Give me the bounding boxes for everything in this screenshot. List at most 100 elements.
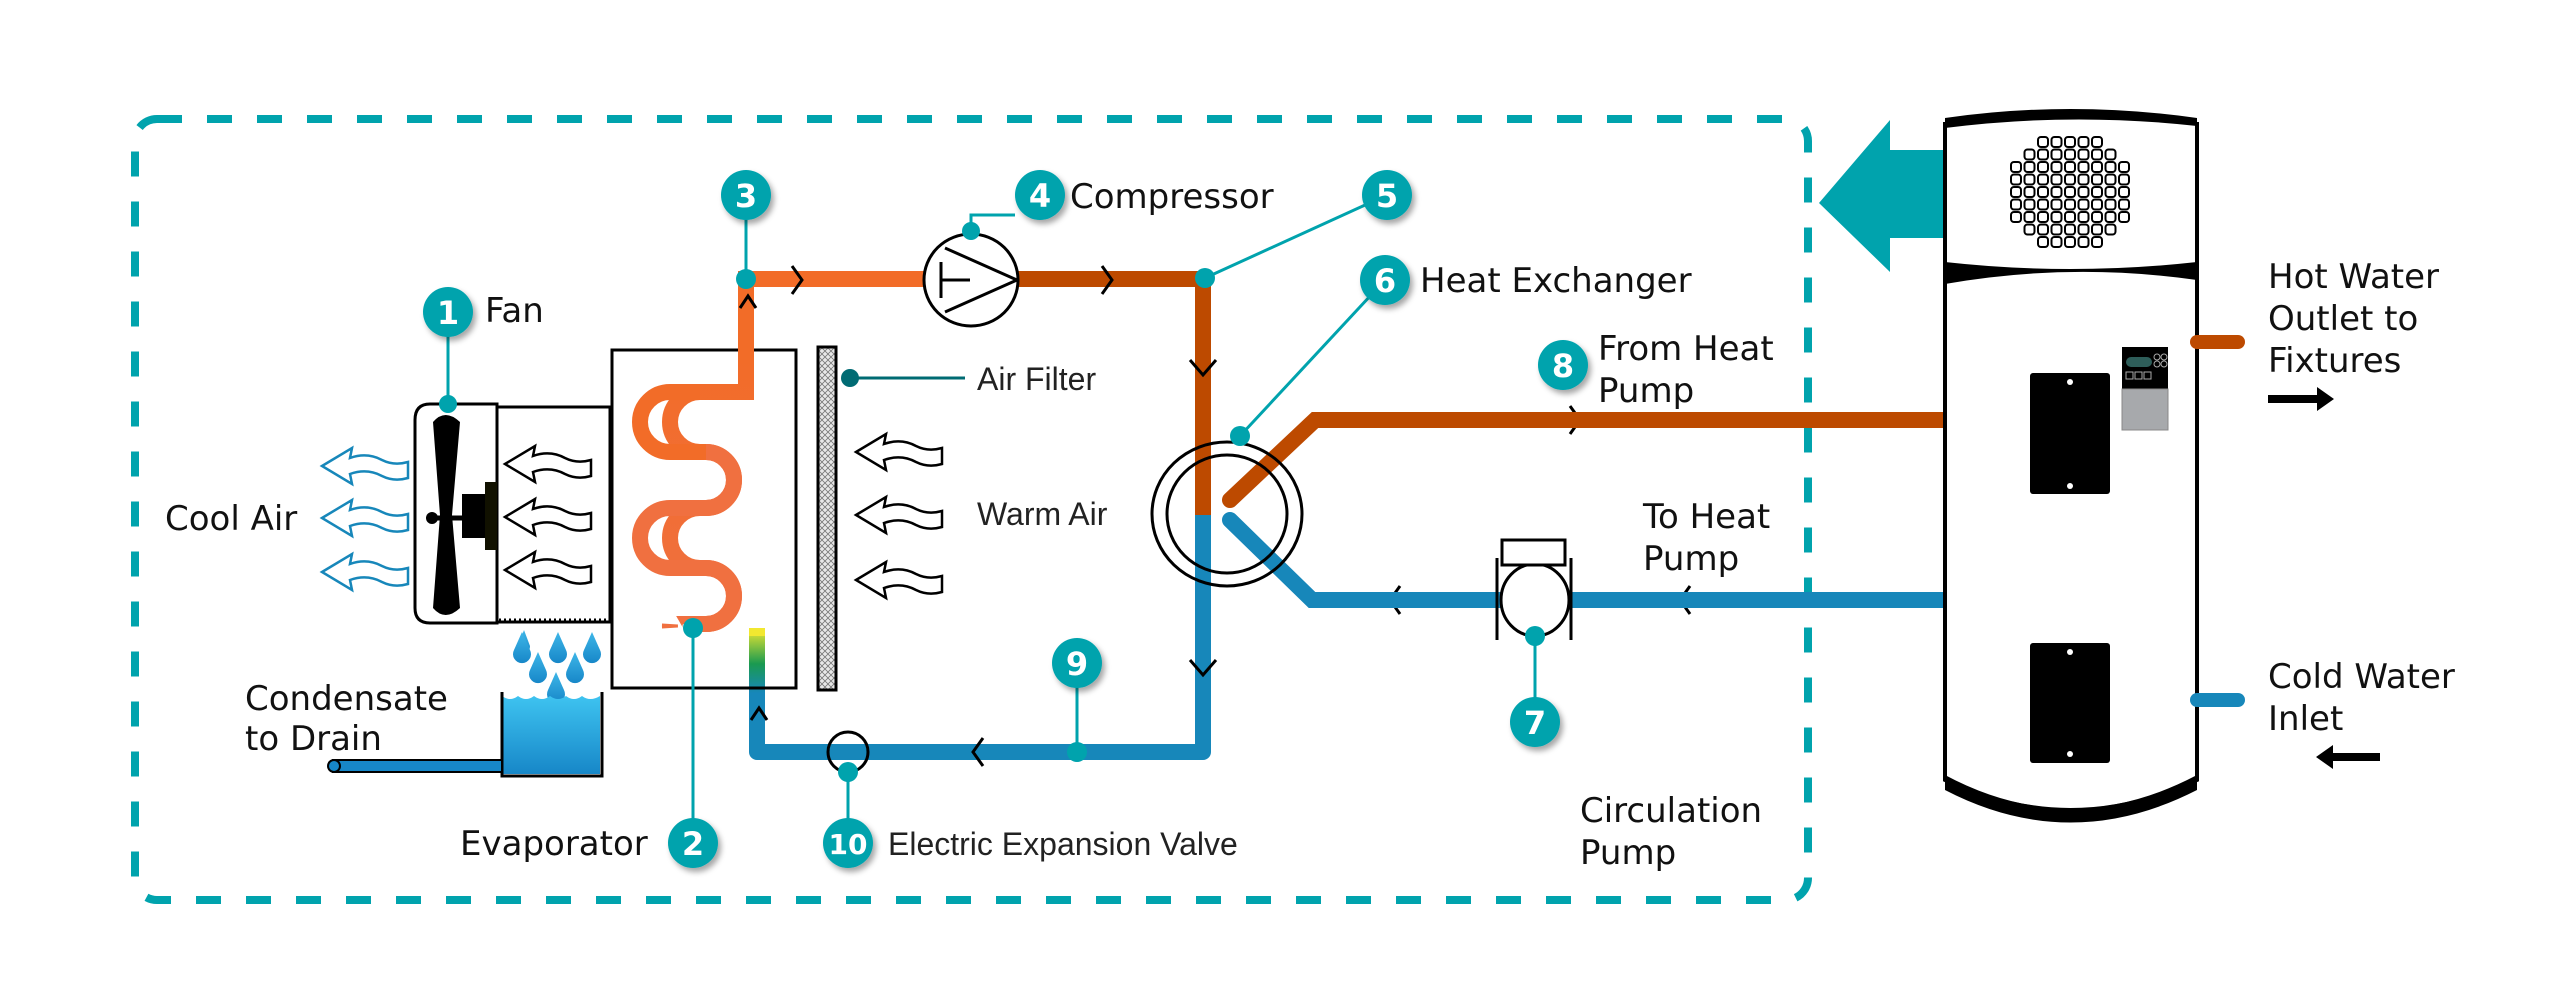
chevron-down-icon: [1188, 659, 1218, 678]
vent-slot: [2077, 173, 2090, 186]
vent-slot: [2091, 186, 2103, 198]
vent-slot: [2104, 161, 2117, 173]
air-filter: [816, 345, 838, 692]
hot-water-supply-pipe: [1222, 412, 1954, 508]
cold-water-label-line1: Cold Water: [2268, 657, 2455, 697]
fan-icon: [413, 402, 612, 625]
badge-5: 5: [1362, 170, 1412, 220]
vent-slot: [2077, 186, 2090, 198]
vent-slot: [2064, 223, 2076, 236]
airflow-arrow-icon: [320, 498, 410, 538]
pump-icon: [1495, 538, 1573, 640]
arrow-left-icon: [2316, 745, 2380, 769]
badge-2: 2: [668, 818, 718, 868]
cold-water-label-line2: Inlet: [2268, 699, 2343, 739]
arrow-right-icon: [2268, 387, 2334, 411]
evaporator-transition: [749, 628, 765, 693]
cool-air-label: Cool Air: [165, 499, 297, 539]
vent-slot: [2091, 198, 2103, 211]
compressor-label: Compressor: [1070, 177, 1274, 217]
svg-text:3: 3: [735, 177, 757, 215]
badge-10: 10: [823, 818, 873, 868]
from-heat-pump-label-line2: Pump: [1598, 371, 1694, 411]
water-droplet-icon: [513, 632, 531, 664]
vent-slot: [2023, 148, 2036, 161]
vent-slot: [2023, 161, 2036, 173]
svg-text:8: 8: [1552, 347, 1574, 385]
badge-1: 1: [423, 287, 473, 337]
water-droplet-icon: [566, 652, 584, 684]
vent-slot: [2010, 198, 2022, 211]
control-panel: [2121, 347, 2169, 431]
upper-access-panel: [2030, 373, 2110, 494]
vent-slot: [2118, 186, 2130, 198]
vent-slot: [2023, 173, 2036, 186]
water-heater-tank-icon: [1943, 109, 2199, 823]
vent-slot: [2023, 211, 2036, 223]
water-droplet-icon: [529, 652, 547, 684]
vent-slot: [2037, 148, 2049, 161]
vent-slot: [2037, 236, 2049, 248]
badge-6: 6: [1360, 255, 1410, 305]
svg-text:6: 6: [1374, 262, 1396, 300]
svg-text:5: 5: [1376, 177, 1398, 215]
svg-text:9: 9: [1066, 645, 1088, 683]
vent-slot: [2037, 136, 2049, 148]
vent-slot: [2064, 236, 2076, 248]
vent-slot: [2091, 236, 2103, 248]
vent-grille: [2010, 136, 2130, 248]
svg-text:10: 10: [829, 828, 868, 861]
vent-slot: [2037, 173, 2049, 186]
chevron-right-icon: [1100, 265, 1114, 295]
condensate-label-line2: to Drain: [245, 719, 382, 759]
vent-slot: [2077, 211, 2090, 223]
vent-slot: [2037, 161, 2049, 173]
svg-text:7: 7: [1524, 704, 1546, 742]
chevron-up-icon: [738, 293, 758, 309]
to-heat-pump-label-line1: To Heat: [1642, 497, 1770, 537]
water-droplet-icon: [549, 632, 567, 664]
vent-slot: [2064, 136, 2076, 148]
suction-line: [738, 271, 925, 350]
vent-slot: [2118, 211, 2130, 223]
chevron-up-icon: [749, 705, 769, 721]
vent-slot: [2077, 198, 2090, 211]
airflow-arrow-icon: [854, 432, 944, 472]
heat-pump-boundary: [131, 115, 1812, 904]
vent-slot: [2050, 211, 2063, 223]
badge-8: 8: [1538, 340, 1588, 390]
vent-slot: [2037, 211, 2049, 223]
vent-slot: [2023, 198, 2036, 211]
compressor-icon: [922, 232, 1020, 328]
vent-slot: [2064, 186, 2076, 198]
vent-slot: [2037, 198, 2049, 211]
vent-slot: [2104, 223, 2117, 236]
vent-slot: [2010, 161, 2022, 173]
vent-slot: [2050, 161, 2063, 173]
lower-access-panel: [2030, 643, 2110, 763]
chevron-down-icon: [1188, 359, 1218, 378]
vent-slot: [2091, 223, 2103, 236]
vent-slot: [2050, 148, 2063, 161]
airflow-arrow-icon: [854, 495, 944, 535]
vent-slot: [2050, 173, 2063, 186]
vent-slot: [2118, 161, 2130, 173]
vent-slot: [2050, 223, 2063, 236]
vent-slot: [2010, 211, 2022, 223]
vent-slot: [2077, 223, 2090, 236]
vent-slot: [2037, 223, 2049, 236]
vent-slot: [2064, 198, 2076, 211]
badge-9: 9: [1052, 638, 1102, 688]
from-heat-pump-label-line1: From Heat: [1598, 329, 1774, 369]
evaporator-label: Evaporator: [460, 824, 648, 864]
airflow-arrow-icon: [854, 560, 944, 600]
svg-text:4: 4: [1029, 177, 1051, 215]
vent-slot: [2118, 173, 2130, 186]
water-droplet-icon: [582, 632, 602, 664]
chevron-right-icon: [790, 265, 804, 295]
vent-slot: [2010, 186, 2022, 198]
vent-slot: [2037, 186, 2049, 198]
discharge-line: [1015, 271, 1211, 515]
warm-air-label: Warm Air: [977, 496, 1108, 532]
